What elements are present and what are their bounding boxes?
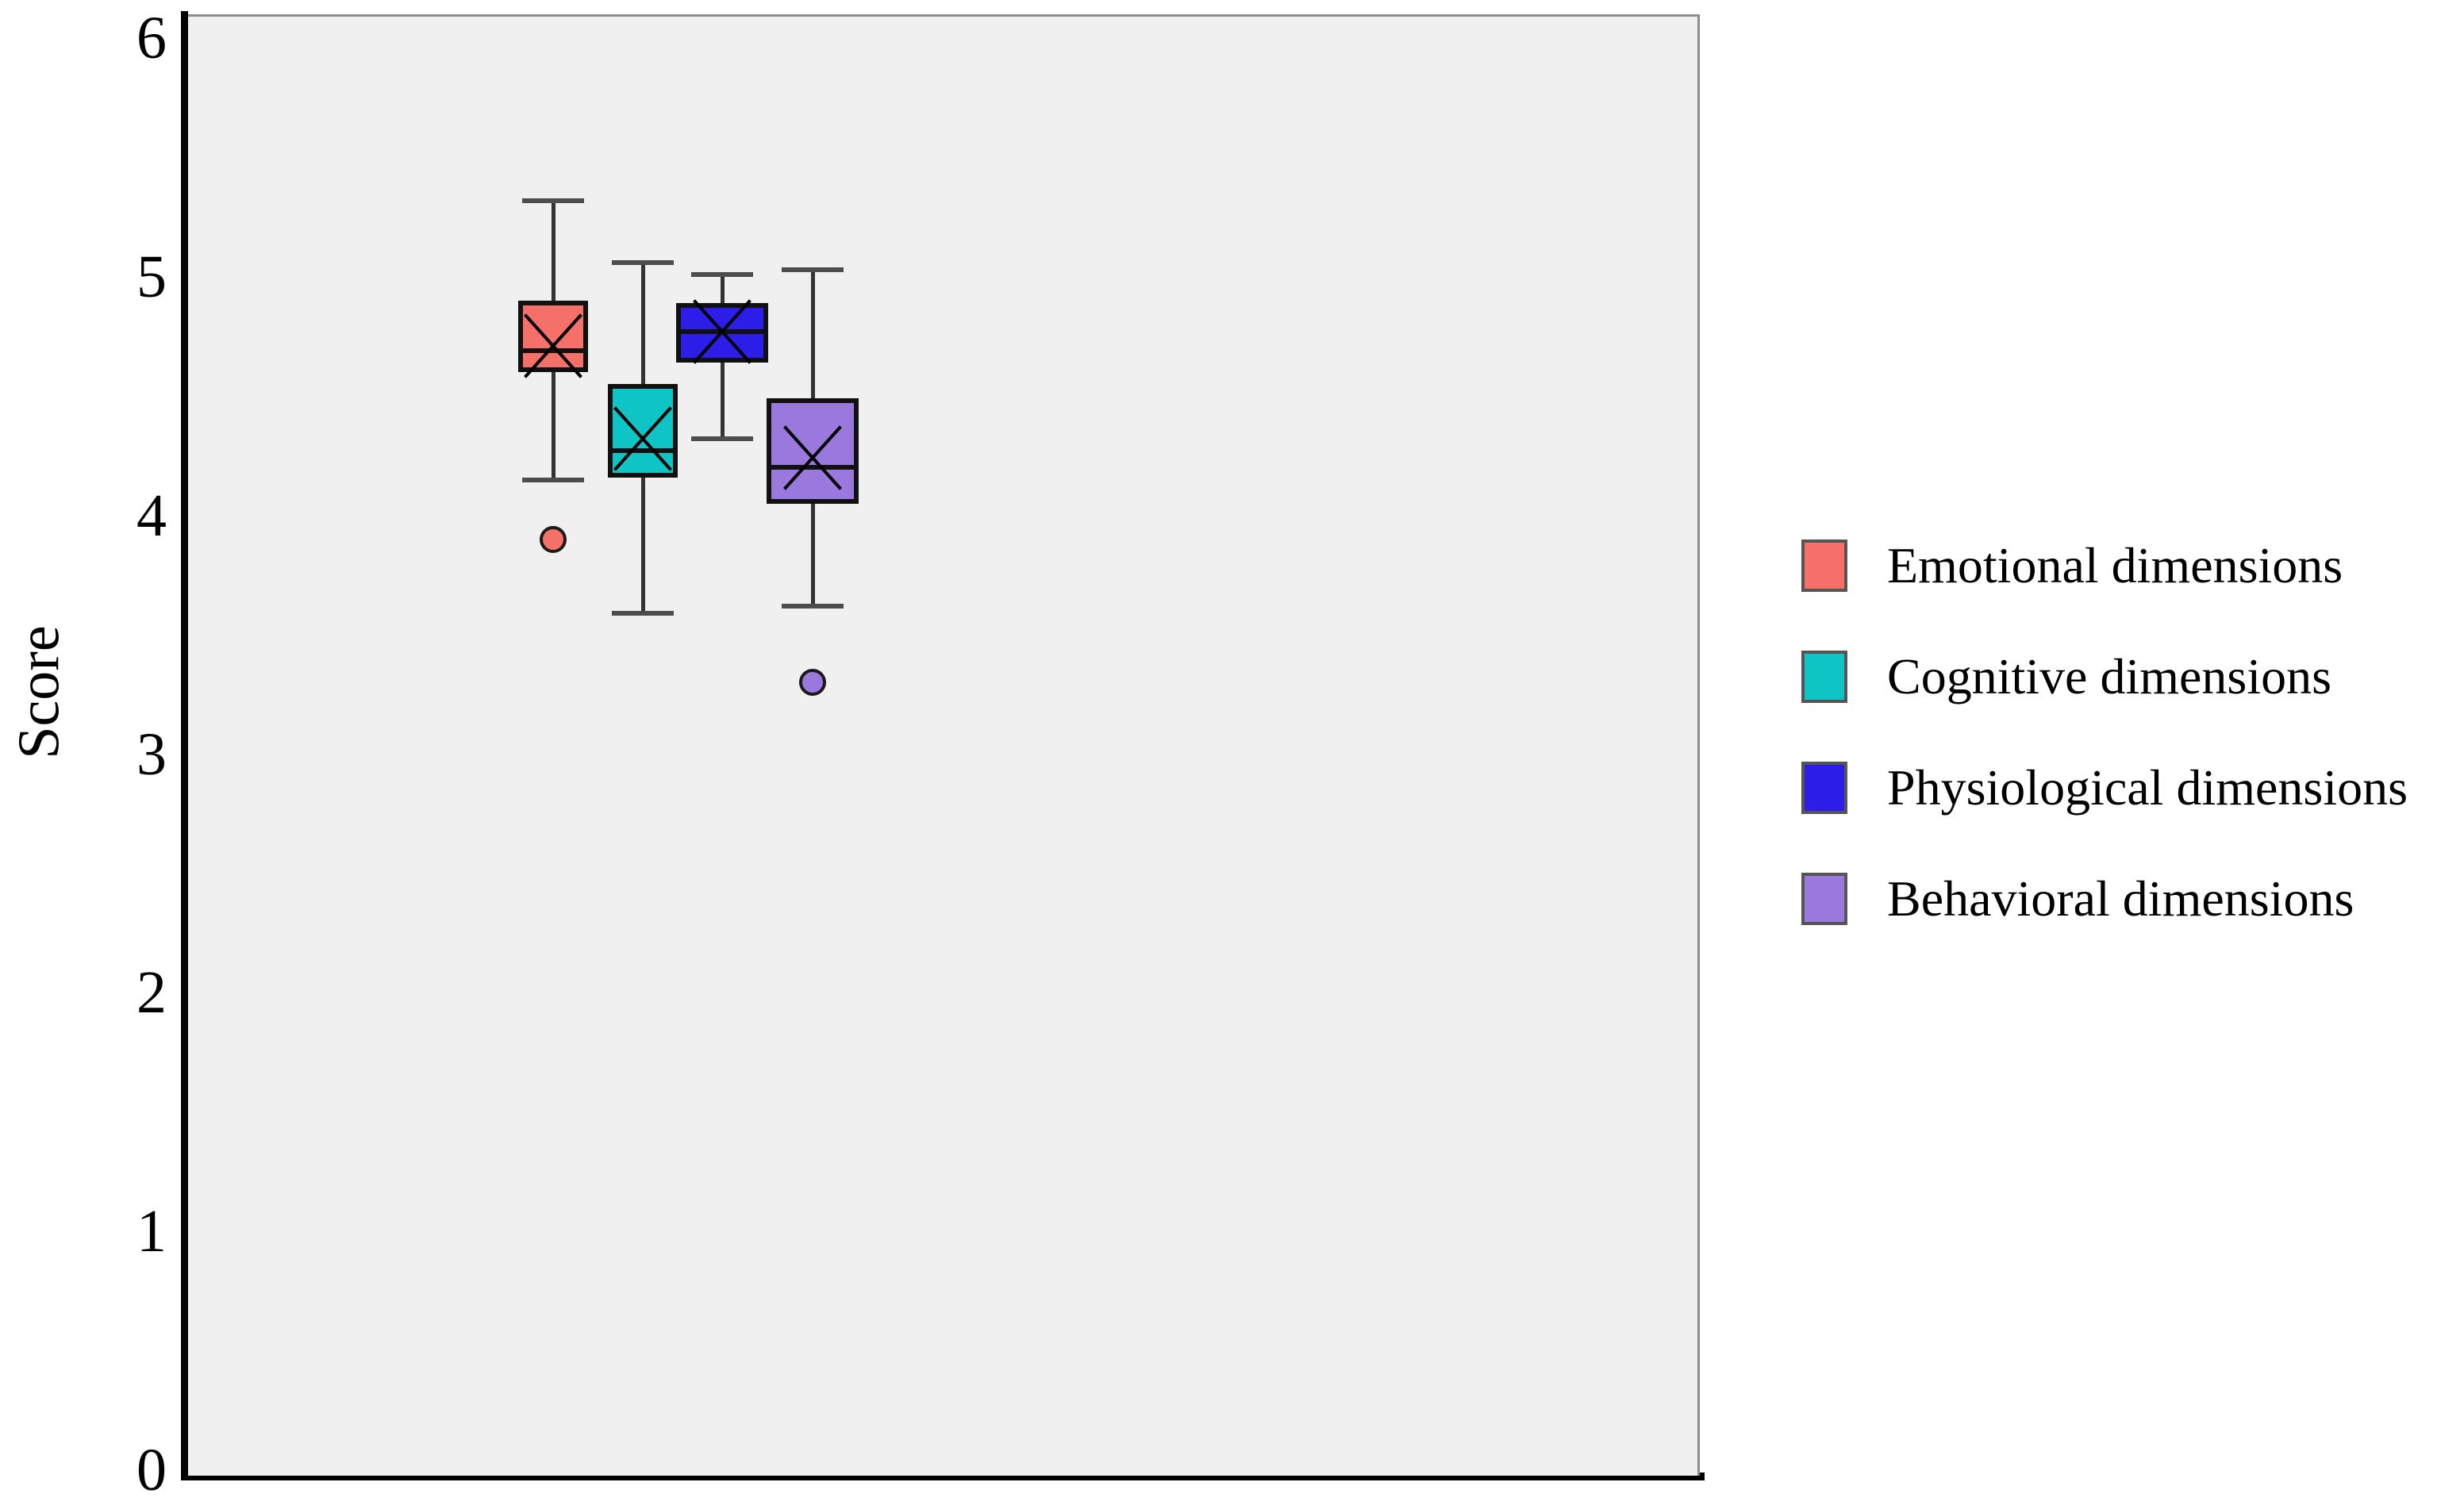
whisker-lower <box>641 477 645 611</box>
box-plot-series-1[interactable] <box>518 17 588 1476</box>
box-plot-series-3[interactable] <box>676 17 768 1476</box>
box-plot-series-4[interactable] <box>767 17 859 1476</box>
whisker-cap-upper <box>691 271 753 277</box>
outlier-point[interactable] <box>540 525 567 553</box>
y-tick-label-4: 4 <box>136 482 167 549</box>
whisker-cap-upper <box>522 198 584 203</box>
x-axis-line <box>181 1473 1705 1480</box>
legend-label: Physiological dimensions <box>1887 759 2408 816</box>
legend-swatch-icon <box>1801 539 1847 592</box>
legend-label: Cognitive dimensions <box>1887 648 2331 705</box>
plot-area <box>188 14 1700 1476</box>
y-tick-label-6: 6 <box>136 5 167 71</box>
legend-item-2[interactable]: Cognitive dimensions <box>1801 635 2436 719</box>
whisker-cap-upper <box>782 267 844 272</box>
whisker-lower <box>721 363 725 437</box>
legend-item-4[interactable]: Behavioral dimensions <box>1801 857 2436 941</box>
whisker-cap-lower <box>612 610 674 616</box>
whisker-upper <box>721 271 725 303</box>
legend-item-1[interactable]: Emotional dimensions <box>1801 524 2436 608</box>
whisker-cap-lower <box>691 436 753 442</box>
y-tick-label-5: 5 <box>136 243 167 310</box>
whisker-cap-lower <box>782 603 844 609</box>
y-tick-label-0: 0 <box>136 1437 167 1503</box>
legend-swatch-icon <box>1801 651 1847 703</box>
y-tick-label-3: 3 <box>136 720 167 788</box>
legend-swatch-icon <box>1801 762 1847 814</box>
y-axis-title: Score <box>6 625 72 759</box>
outlier-point[interactable] <box>799 669 826 697</box>
whisker-lower <box>811 503 815 604</box>
whisker-upper <box>811 267 815 399</box>
legend-swatch-icon <box>1801 873 1847 925</box>
mean-marker-x <box>680 290 764 374</box>
y-axis-line <box>181 11 188 1480</box>
whisker-lower <box>552 372 555 478</box>
whisker-upper <box>641 259 645 385</box>
mean-marker-x <box>601 397 685 481</box>
mean-marker-x <box>771 416 855 500</box>
legend-label: Emotional dimensions <box>1887 537 2343 593</box>
mean-marker-x <box>511 304 595 388</box>
whisker-cap-lower <box>522 477 584 482</box>
legend-item-3[interactable]: Physiological dimensions <box>1801 746 2436 830</box>
whisker-cap-upper <box>612 259 674 265</box>
whisker-upper <box>552 198 555 301</box>
box-plot-series-2[interactable] <box>608 17 678 1476</box>
legend-label: Behavioral dimensions <box>1887 870 2354 927</box>
y-tick-label-1: 1 <box>136 1198 167 1265</box>
y-tick-label-2: 2 <box>136 959 167 1027</box>
